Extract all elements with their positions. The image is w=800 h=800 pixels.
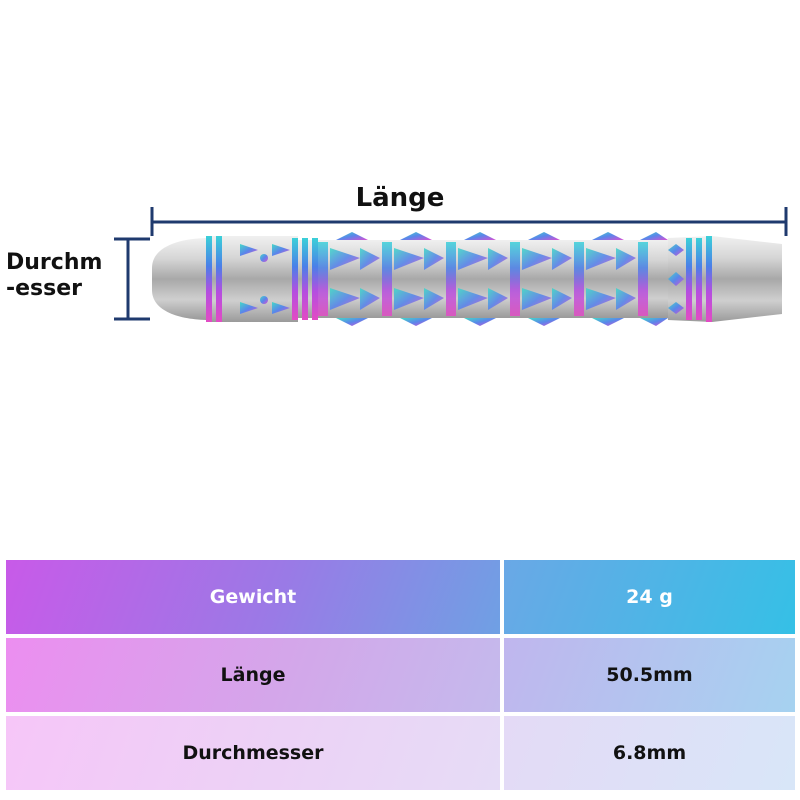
- length-dimension-line: [150, 207, 788, 236]
- diameter-label-line2: -esser: [6, 276, 83, 301]
- spec-row-diameter: Durchmesser 6.8mm: [6, 716, 795, 790]
- length-label: Länge: [355, 183, 445, 213]
- spec-label-diameter: Durchmesser: [6, 716, 500, 790]
- spec-value-length: 50.5mm: [500, 638, 795, 712]
- spec-value-weight: 24 g: [500, 560, 795, 634]
- spec-row-length: Länge 50.5mm: [6, 638, 795, 712]
- spec-label-weight: Gewicht: [6, 560, 500, 634]
- spec-row-weight: Gewicht 24 g: [6, 560, 795, 634]
- diameter-dimension-line: [114, 237, 150, 321]
- spec-value-diameter: 6.8mm: [500, 716, 795, 790]
- dart-barrel: [152, 232, 782, 326]
- diameter-label: Durchm -esser: [6, 250, 126, 302]
- diameter-label-line1: Durchm: [6, 250, 103, 275]
- specs-table: Gewicht 24 g Länge 50.5mm Durchmesser 6.…: [6, 556, 795, 794]
- spec-label-length: Länge: [6, 638, 500, 712]
